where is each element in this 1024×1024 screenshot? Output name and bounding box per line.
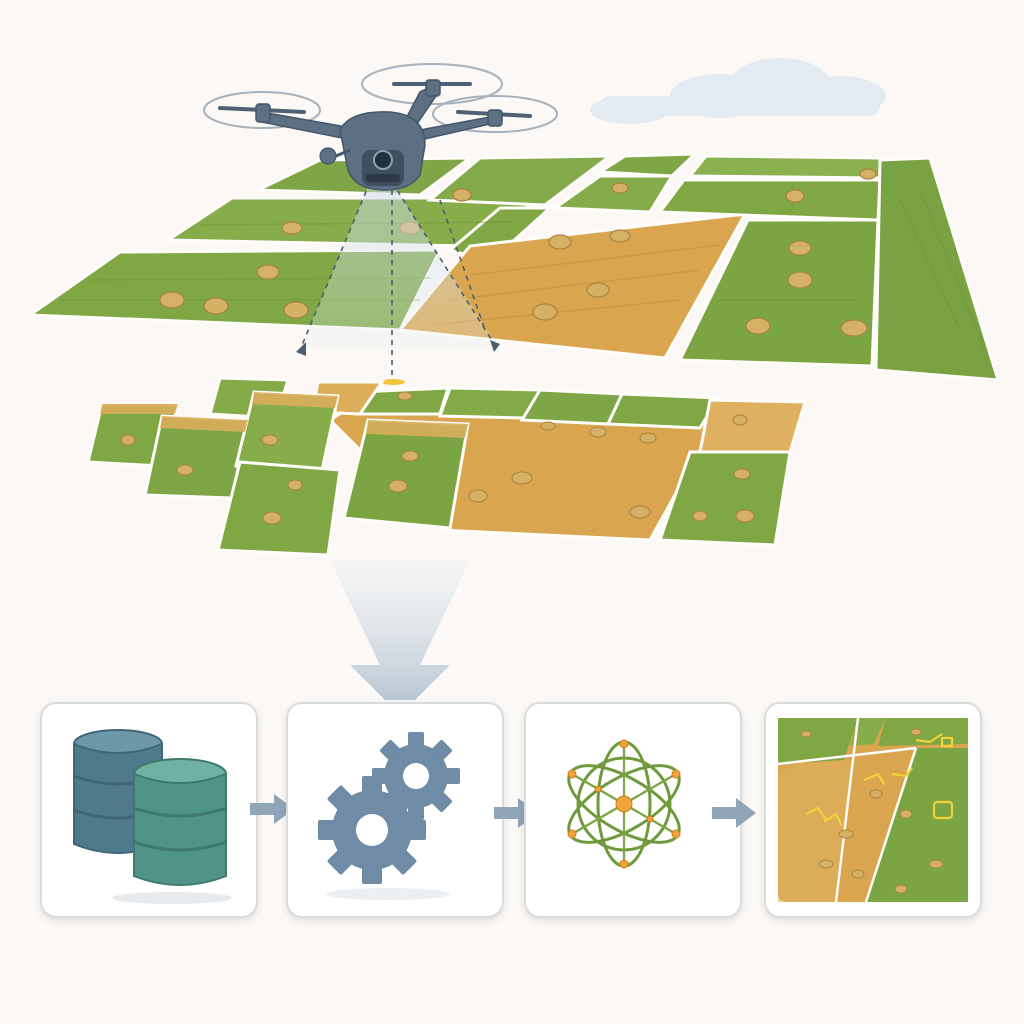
annotated-field-map-icon [777, 717, 968, 903]
field-parcel [595, 152, 699, 178]
image-tile [216, 460, 342, 557]
image-tile [605, 392, 721, 430]
detection-box-icon [805, 733, 954, 827]
field-parcel [686, 154, 884, 180]
hay-bale-icon [800, 728, 944, 894]
upper-field-parcels [25, 152, 1001, 382]
pipeline-stage-processing [286, 702, 504, 918]
scan-lines [299, 181, 499, 378]
wheat-tile [698, 398, 808, 454]
scan-beam [300, 182, 500, 350]
pipeline-stage-analysis [524, 702, 742, 918]
pipeline-stage-data-storage [40, 702, 258, 918]
gears-icon [318, 732, 460, 900]
image-tile [657, 450, 792, 547]
cloud-icon [590, 58, 886, 124]
image-tile [519, 388, 625, 426]
pipeline-stage-detection-map [764, 702, 982, 918]
field-parcel [657, 178, 882, 222]
neural-network-icon [567, 739, 681, 869]
field-parcel [426, 154, 615, 207]
stitched-image-mosaic [86, 376, 808, 557]
hay-bale-icon [120, 391, 755, 525]
drone-icon [203, 63, 558, 191]
database-icon [73, 729, 232, 904]
flow-arrow-icon [250, 794, 294, 824]
field-illustration [25, 58, 1001, 700]
scan-point [381, 379, 405, 385]
field-parcel [874, 156, 1001, 382]
down-flow-arrow [330, 560, 470, 700]
image-tile [342, 418, 470, 530]
flow-arrow-icon [712, 798, 756, 828]
